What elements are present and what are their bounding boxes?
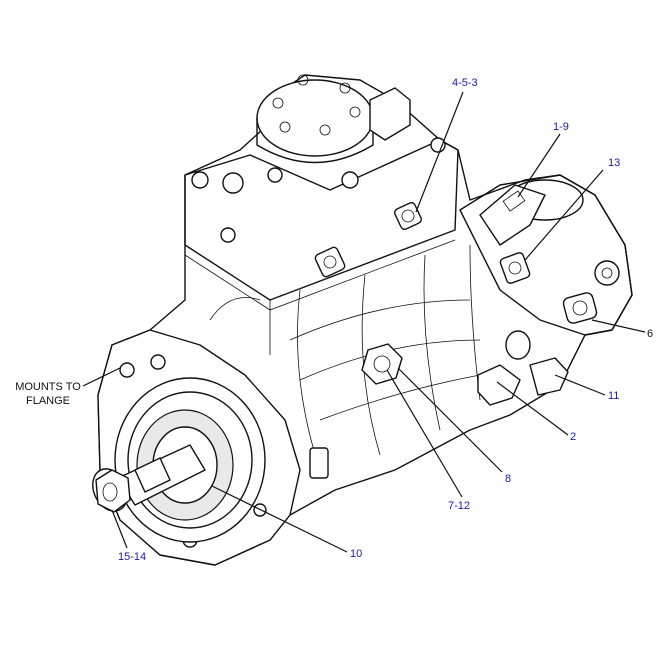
top-cover xyxy=(256,79,374,157)
leader-4-5-3 xyxy=(415,91,464,213)
pump-illustration xyxy=(92,74,633,566)
port-2 xyxy=(477,364,521,406)
sensor-1-9 xyxy=(479,184,546,246)
fitting-head-left xyxy=(314,246,346,278)
callout-1-9: 1-9 xyxy=(553,121,569,133)
pressure-block xyxy=(459,174,633,336)
leader-15-14 xyxy=(111,509,128,549)
leader-11 xyxy=(554,374,606,396)
top-connector xyxy=(369,87,411,141)
leader-2 xyxy=(496,381,569,436)
callout-2: 2 xyxy=(570,431,576,443)
callout-11: 11 xyxy=(608,390,619,402)
fitting-4-5-3 xyxy=(393,201,423,231)
leader-lines xyxy=(82,91,646,553)
callout-8: 8 xyxy=(505,473,511,485)
plug-7-12 xyxy=(361,343,403,385)
pump-head xyxy=(184,139,459,301)
leader-7-12 xyxy=(386,369,463,498)
shaft-nut-15-14 xyxy=(92,468,131,513)
leader-10 xyxy=(211,485,348,553)
callout-15-14: 15-14 xyxy=(118,551,146,563)
mounts-label-line2: FLANGE xyxy=(26,395,70,407)
fitting-13 xyxy=(499,252,531,284)
port-11 xyxy=(529,357,569,396)
callout-6: 6 xyxy=(647,328,653,340)
mounts-label-line1: MOUNTS TO xyxy=(15,381,81,393)
leader-mounts-to-flange xyxy=(82,367,121,387)
leader-8 xyxy=(397,367,503,473)
callout-4-5-3: 4-5-3 xyxy=(452,77,478,89)
callout-7-12: 7-12 xyxy=(448,500,470,512)
callout-labels: 4-5-3 1-9 13 6 11 2 8 7-12 10 15-14 MOUN… xyxy=(15,77,653,563)
callout-10: 10 xyxy=(350,548,362,560)
leader-6 xyxy=(591,319,646,333)
callout-13: 13 xyxy=(608,157,620,169)
leader-13 xyxy=(524,169,604,261)
plug-6 xyxy=(562,292,598,324)
leader-1-9 xyxy=(517,133,561,198)
